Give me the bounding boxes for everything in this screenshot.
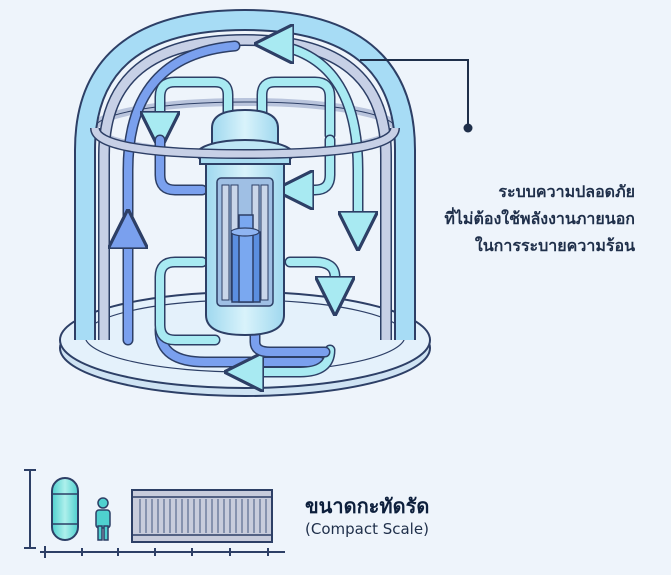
callout-text: ระบบความปลอดภัย ที่ไม่ต้องใช้พลังงานภายน… <box>405 178 635 259</box>
shipping-container-icon <box>131 489 273 543</box>
dome-front-ring <box>90 126 400 160</box>
person-icon <box>95 497 111 541</box>
upper-flow-loops <box>160 76 336 190</box>
base-platform <box>59 291 431 397</box>
scale-subtitle: (Compact Scale) <box>305 520 429 538</box>
reactor-vessel-icon <box>51 477 79 541</box>
reactor-vessel <box>196 108 294 337</box>
callout-leader <box>360 59 473 133</box>
callout-line-3: ในการระบายความร้อน <box>474 236 635 255</box>
scale-ruler <box>24 469 285 558</box>
lower-flow-loops <box>154 256 335 358</box>
containment-dome <box>74 8 416 340</box>
scale-title: ขนาดกะทัดรัด <box>305 494 430 518</box>
callout-line-2: ที่ไม่ต้องใช้พลังงานภายนอก <box>444 209 635 228</box>
callout-line-1: ระบบความปลอดภัย <box>498 182 635 201</box>
